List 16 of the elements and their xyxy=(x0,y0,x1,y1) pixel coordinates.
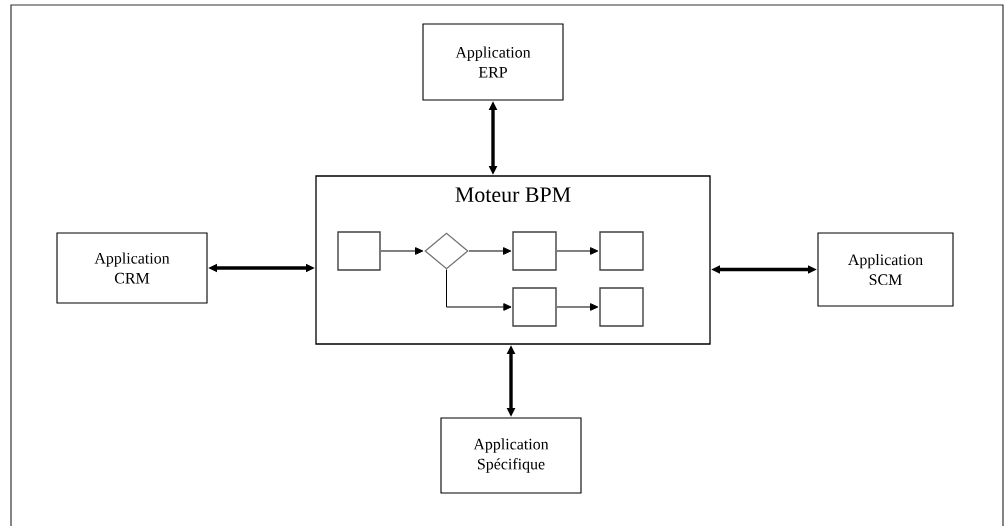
decision-diamond xyxy=(424,232,469,270)
process-box: Application SCM xyxy=(817,232,954,307)
step-box xyxy=(337,231,381,271)
arrow xyxy=(468,247,512,255)
process-box: Moteur BPM xyxy=(315,175,711,345)
arrow xyxy=(556,247,599,255)
arrow xyxy=(446,269,512,311)
step-box xyxy=(512,287,557,327)
process-box: Application CRM xyxy=(56,232,208,304)
step-box xyxy=(512,231,557,271)
arrow xyxy=(380,247,424,255)
process-box: Application Spécifique xyxy=(440,417,582,494)
arrow xyxy=(556,303,599,311)
step-box xyxy=(599,231,644,271)
process-box: Application ERP xyxy=(422,23,564,101)
step-box xyxy=(599,287,644,327)
